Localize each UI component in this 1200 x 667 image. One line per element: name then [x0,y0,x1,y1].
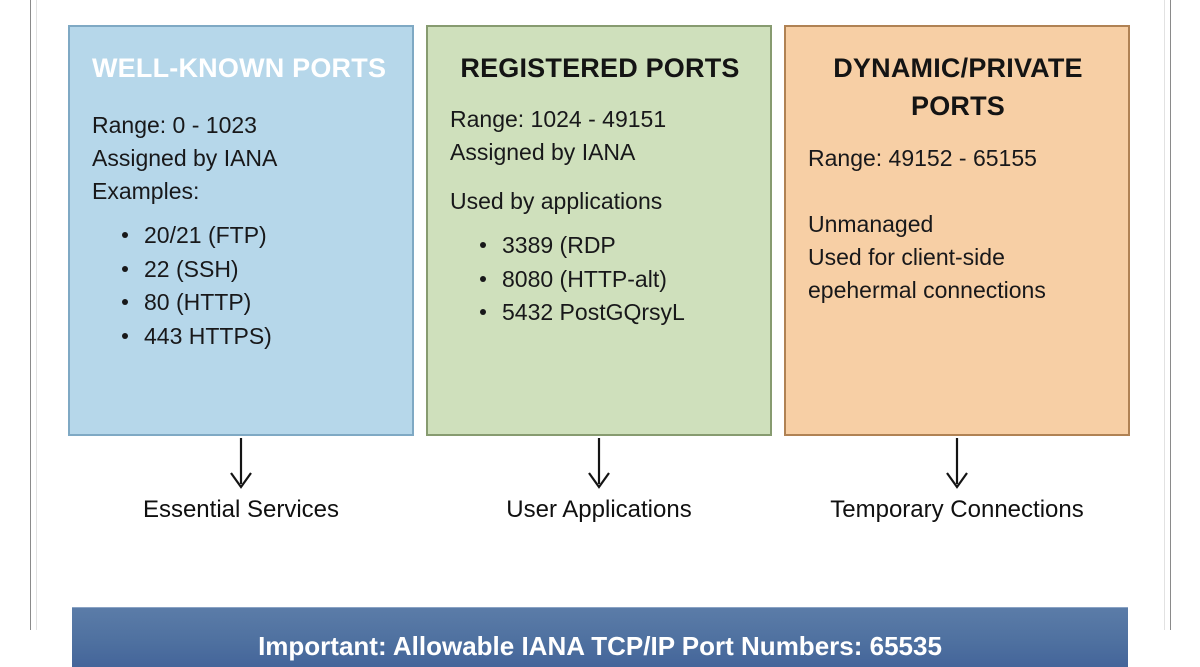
card-dynamic-private-ports: DYNAMIC/PRIVATE PORTS Range: 49152 - 651… [784,25,1130,436]
outcome-user-applications: User Applications [426,438,772,524]
card-range-well-known-ports: Range: 0 - 1023 [92,112,257,139]
spacer [450,169,750,185]
outcome-essential-services: Essential Services [68,438,414,524]
footer-banner-text: Important: Allowable IANA TCP/IP Port Nu… [258,631,942,662]
card-range-registered-ports: Range: 1024 - 49151 [450,106,667,133]
card-note-well-known-ports: Examples: [92,177,200,204]
card-title-registered-ports: REGISTERED PORTS [460,53,740,83]
slide-left-edge [30,0,31,630]
card-title-well-known-ports: WELL-KNOWN PORTS [92,53,387,83]
card-assigned-dynamic-private-ports: Unmanaged [808,211,934,238]
card-range-dynamic-private-ports: Range: 49152 - 65155 [808,144,1037,171]
card-registered-ports: REGISTERED PORTS Range: 1024 - 49151 Ass… [426,25,772,436]
card-bullets-registered-ports: 3389 (RDP 8080 (HTTP-alt) 5432 PostGQrsy… [450,229,750,330]
card-assigned-registered-ports: Assigned by IANA [450,138,636,165]
card-assigned-well-known-ports: Assigned by IANA [92,144,278,171]
port-category-cards: WELL-KNOWN PORTS Range: 0 - 1023 Assigne… [68,25,1130,436]
list-item: 5432 PostGQrsyL [480,296,750,330]
footer-banner: Important: Allowable IANA TCP/IP Port Nu… [72,607,1128,667]
slide-right-edge [1170,0,1171,630]
slide-right-inner-edge [1164,0,1165,630]
spacer [808,174,1108,208]
outcome-temporary-connections: Temporary Connections [784,438,1130,524]
outcome-label: Essential Services [142,496,340,523]
list-item: 22 (SSH) [122,253,392,287]
card-well-known-ports: WELL-KNOWN PORTS Range: 0 - 1023 Assigne… [68,25,414,436]
down-arrow-icon [588,438,610,489]
list-item: 3389 (RDP [480,229,750,263]
list-item: 8080 (HTTP-alt) [480,263,750,297]
down-arrow-icon [946,438,968,489]
list-item: 80 (HTTP) [122,286,392,320]
slide-left-inner-edge [36,0,37,630]
list-item: 20/21 (FTP) [122,219,392,253]
list-item: 443 HTTPS) [122,320,392,354]
card-note-registered-ports: Used by applications [450,187,663,214]
card-note-dynamic-private-ports: Used for client-side [808,243,1005,270]
outcome-row: Essential Services User Applications Tem… [68,438,1130,524]
down-arrow-icon [230,438,252,489]
card-title-dynamic-private-ports: DYNAMIC/PRIVATE PORTS [833,53,1083,122]
outcome-label: Temporary Connections [830,496,1084,523]
card-bullets-well-known-ports: 20/21 (FTP) 22 (SSH) 80 (HTTP) 443 HTTPS… [92,219,392,353]
card-note2-dynamic-private-ports: epehermal connections [808,276,1046,303]
outcome-label: User Applications [506,496,692,523]
